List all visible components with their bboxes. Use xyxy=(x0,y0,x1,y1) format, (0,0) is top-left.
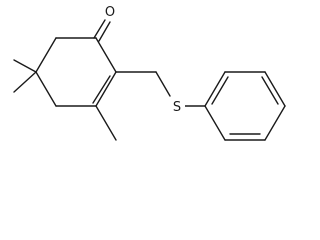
cyclohexenone-ring xyxy=(35,37,117,107)
gem-dimethyl-group xyxy=(13,59,37,93)
bond-c2-c3-double-outer xyxy=(95,71,117,107)
bond-ph-double-2 xyxy=(261,76,279,105)
bond-ch2-s xyxy=(155,71,171,97)
sulfur-atom: S xyxy=(170,97,185,115)
bond-c2-c3-double-inner xyxy=(92,75,111,104)
bond-c1-c2 xyxy=(95,37,117,73)
sulfur-label: S xyxy=(173,100,181,115)
molecule-structure: O S xyxy=(13,3,286,141)
thioether-side-chain xyxy=(115,71,206,107)
oxygen-label: O xyxy=(105,5,115,20)
bond-ph-6 xyxy=(204,105,226,141)
bond-carbonyl-1 xyxy=(93,19,106,39)
bond-carbonyl-2 xyxy=(98,21,111,42)
bond-c5-c6 xyxy=(35,37,57,73)
bond-ring-methyl xyxy=(95,105,117,141)
bond-c4-c5 xyxy=(35,71,57,107)
bond-methyl-lower xyxy=(13,71,37,93)
phenyl-ring xyxy=(204,71,286,141)
bond-methyl-upper xyxy=(13,59,37,73)
bond-ph-double-1 xyxy=(211,76,229,105)
oxygen-atom: O xyxy=(103,3,117,20)
carbonyl-group xyxy=(93,19,111,42)
bond-ph-3 xyxy=(264,71,286,107)
bond-ph-1 xyxy=(204,71,226,107)
bond-ph-4 xyxy=(264,105,286,141)
